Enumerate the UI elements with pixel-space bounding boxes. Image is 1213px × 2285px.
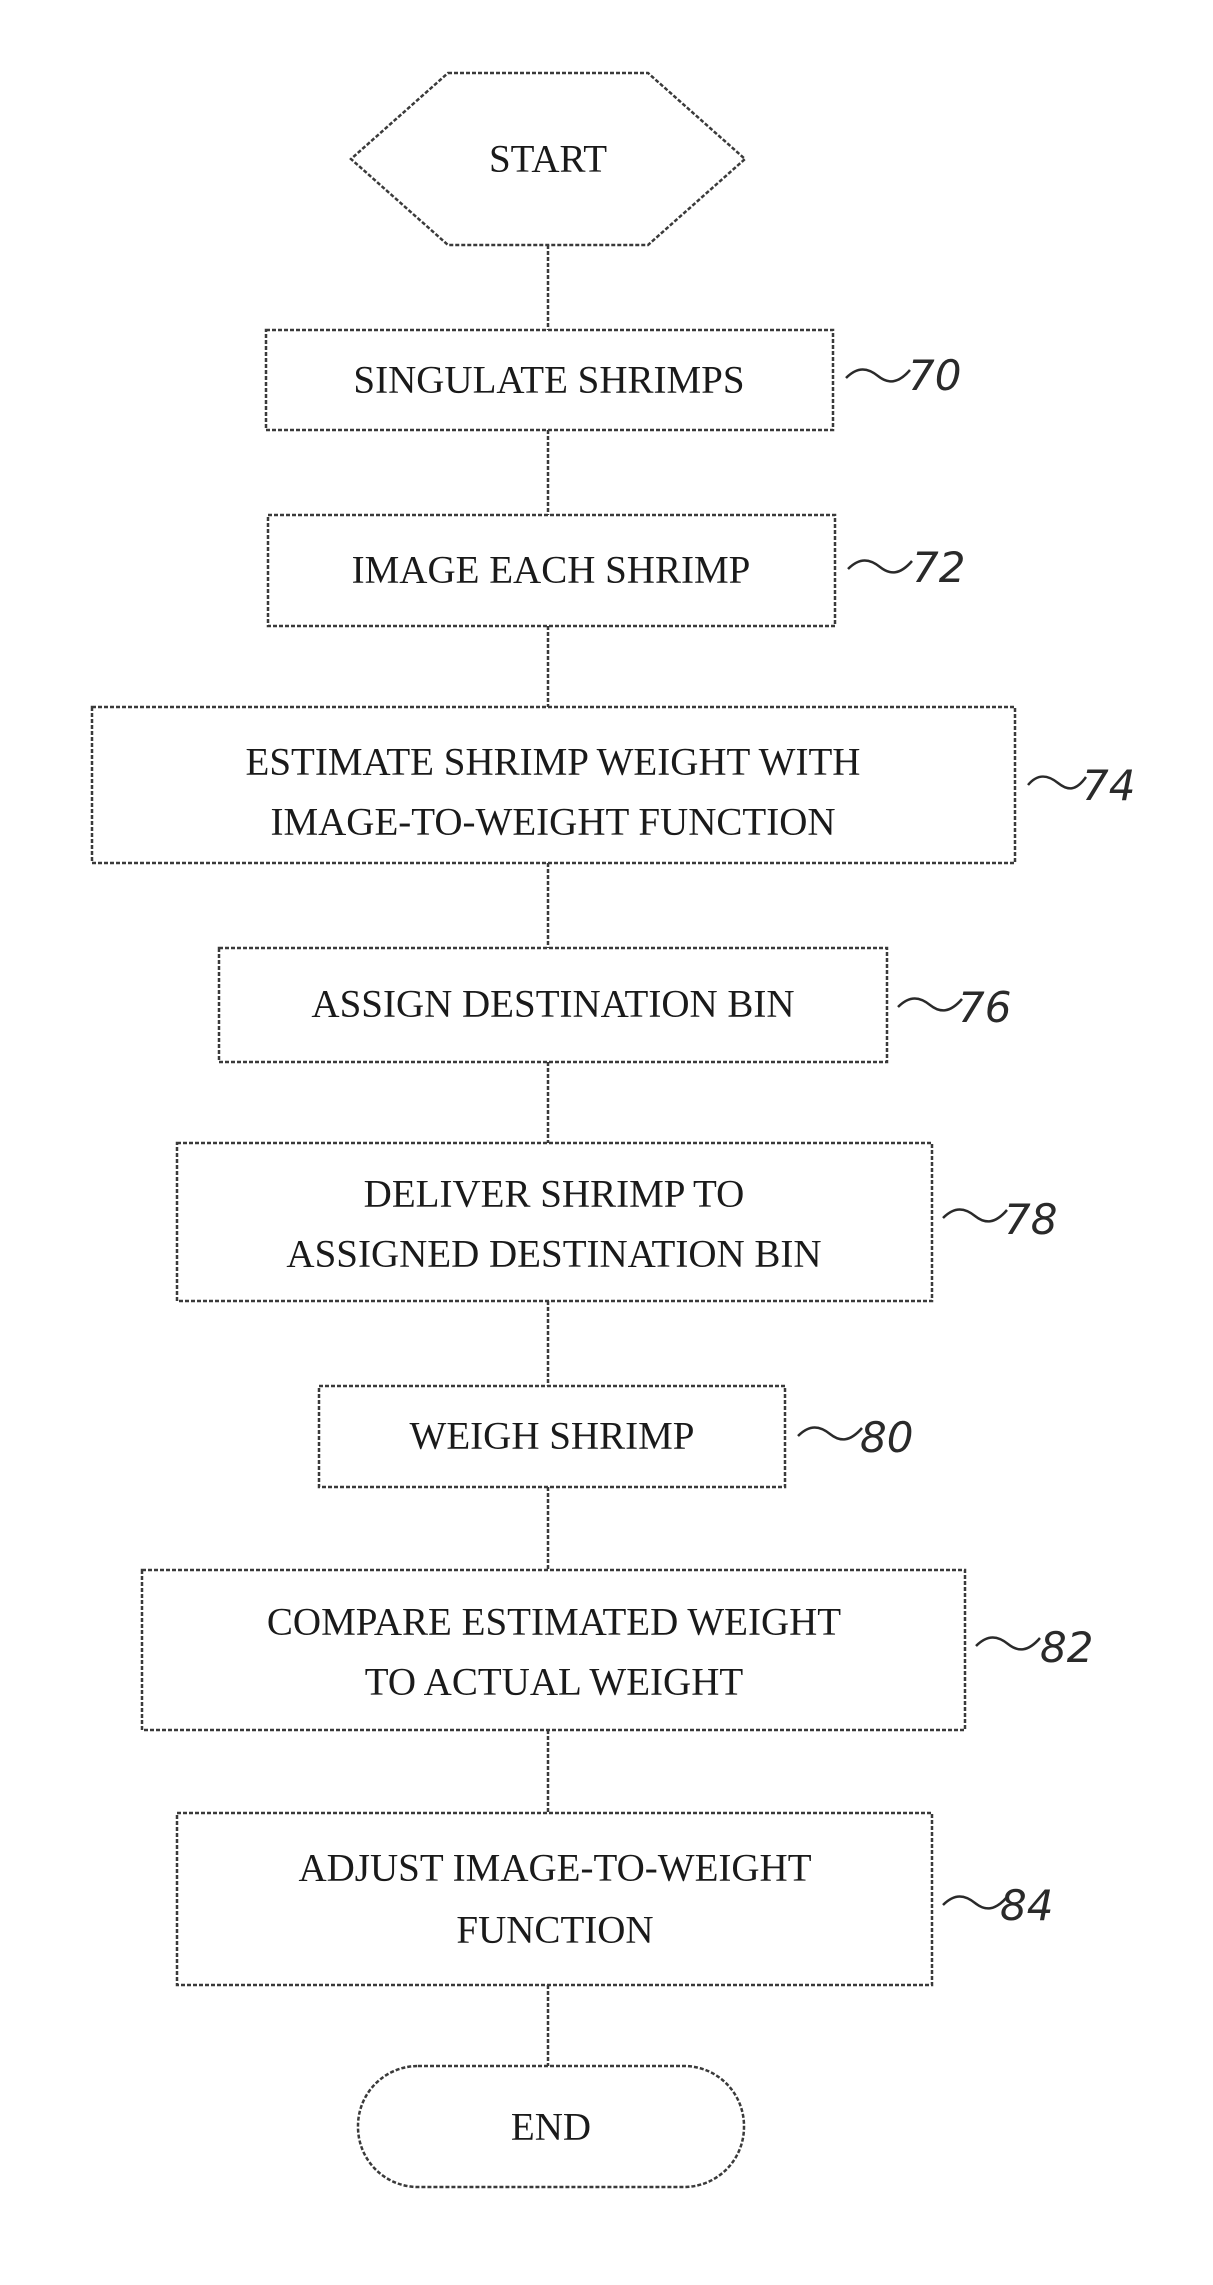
reference-numeral: 84: [1000, 1881, 1053, 1930]
step-assign-destination-bin: ASSIGN DESTINATION BIN 76: [219, 948, 1011, 1062]
step-estimate-shrimp-weight: ESTIMATE SHRIMP WEIGHT WITH IMAGE-TO-WEI…: [92, 707, 1135, 863]
step-label: SINGULATE SHRIMPS: [353, 359, 744, 402]
step-label-line-1: ADJUST IMAGE-TO-WEIGHT: [298, 1847, 811, 1890]
step-label-line-2: IMAGE-TO-WEIGHT FUNCTION: [270, 801, 835, 844]
step-label-line-1: COMPARE ESTIMATED WEIGHT: [267, 1601, 841, 1644]
step-label-line-1: DELIVER SHRIMP TO: [364, 1173, 745, 1216]
step-label-line-2: FUNCTION: [456, 1909, 653, 1952]
step-label-line-2: TO ACTUAL WEIGHT: [365, 1661, 744, 1704]
step-label: IMAGE EACH SHRIMP: [352, 549, 751, 592]
reference-numeral: 78: [1004, 1195, 1057, 1244]
reference-numeral: 72: [912, 543, 965, 592]
reference-numeral: 80: [860, 1413, 913, 1462]
step-label-line-1: ESTIMATE SHRIMP WEIGHT WITH: [246, 741, 861, 784]
step-image-each-shrimp: IMAGE EACH SHRIMP 72: [268, 515, 965, 626]
step-adjust-function: ADJUST IMAGE-TO-WEIGHT FUNCTION 84: [177, 1813, 1053, 1985]
reference-numeral: 70: [908, 351, 961, 400]
step-label: ASSIGN DESTINATION BIN: [311, 983, 794, 1026]
start-terminator: START: [351, 73, 745, 245]
reference-numeral: 76: [958, 983, 1011, 1032]
step-label: WEIGH SHRIMP: [410, 1415, 695, 1458]
end-terminator: END: [358, 2066, 744, 2187]
start-label: START: [489, 138, 607, 181]
reference-numeral: 74: [1082, 761, 1135, 810]
step-deliver-shrimp: DELIVER SHRIMP TO ASSIGNED DESTINATION B…: [177, 1143, 1057, 1301]
step-label-line-2: ASSIGNED DESTINATION BIN: [286, 1233, 821, 1276]
step-weigh-shrimp: WEIGH SHRIMP 80: [319, 1386, 913, 1487]
step-compare-weights: COMPARE ESTIMATED WEIGHT TO ACTUAL WEIGH…: [142, 1570, 1093, 1730]
end-label: END: [511, 2106, 591, 2149]
step-singulate-shrimps: SINGULATE SHRIMPS 70: [266, 330, 961, 430]
reference-numeral: 82: [1040, 1623, 1093, 1672]
